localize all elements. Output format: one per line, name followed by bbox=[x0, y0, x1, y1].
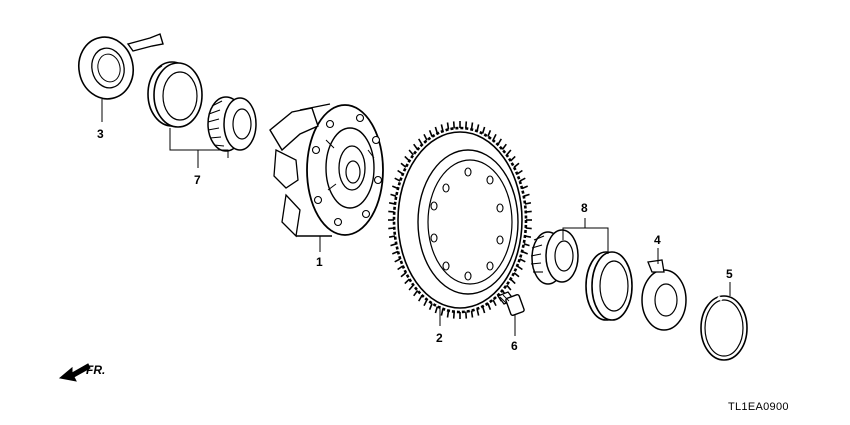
gear-tooth bbox=[501, 143, 507, 150]
callout-6: 6 bbox=[511, 339, 518, 353]
gear-tooth bbox=[400, 272, 407, 278]
gear-tooth bbox=[391, 185, 399, 190]
gear-tooth bbox=[413, 290, 419, 297]
callout-3: 3 bbox=[97, 127, 104, 141]
gear-tooth bbox=[390, 243, 397, 247]
front-arrow-icon bbox=[58, 363, 91, 382]
part-8-tapered-roller-bearing[interactable] bbox=[530, 229, 579, 285]
gear-tooth bbox=[524, 202, 532, 205]
callout-7: 7 bbox=[194, 173, 201, 187]
gear-tooth bbox=[391, 250, 399, 255]
gear-tooth bbox=[510, 155, 516, 162]
part-7-tapered-roller-bearing[interactable] bbox=[207, 96, 257, 152]
gear-tooth bbox=[418, 138, 423, 146]
gear-tooth bbox=[470, 122, 474, 130]
gear-tooth bbox=[440, 124, 444, 132]
part-2-final-driven-gear[interactable] bbox=[388, 121, 532, 319]
part-8-outer-race[interactable] bbox=[585, 251, 633, 321]
gear-tooth bbox=[481, 306, 486, 314]
gear-tooth bbox=[525, 227, 532, 230]
callout-8: 8 bbox=[581, 201, 588, 215]
gear-tooth bbox=[506, 284, 512, 291]
gear-tooth bbox=[408, 284, 414, 291]
part-3-oil-seal[interactable] bbox=[73, 32, 164, 104]
gear-tooth bbox=[440, 308, 444, 316]
gear-tooth bbox=[481, 126, 486, 134]
gear-tooth bbox=[521, 185, 529, 190]
front-direction-indicator: FR. bbox=[58, 363, 105, 382]
gear-tooth bbox=[394, 258, 401, 263]
gear-tooth bbox=[446, 122, 450, 130]
leader-lines bbox=[101, 99, 731, 336]
gear-tooth bbox=[470, 310, 474, 318]
front-direction-label: FR. bbox=[86, 363, 105, 377]
gear-tooth bbox=[519, 177, 526, 182]
part-4-shim[interactable] bbox=[641, 259, 687, 331]
callout-4: 4 bbox=[654, 233, 661, 247]
callout-2: 2 bbox=[436, 331, 443, 345]
gear-tooth bbox=[404, 155, 410, 162]
gear-tooth bbox=[487, 130, 492, 137]
gear-tooth bbox=[397, 169, 404, 175]
gear-tooth bbox=[476, 124, 480, 132]
gear-tooth bbox=[434, 126, 439, 134]
part-7-outer-race[interactable] bbox=[147, 61, 203, 128]
gear-tooth bbox=[452, 121, 455, 129]
gear-tooth bbox=[390, 193, 397, 197]
gear-tooth bbox=[492, 299, 497, 307]
gear-tooth bbox=[516, 169, 523, 175]
part-1-differential-carrier[interactable] bbox=[269, 103, 384, 238]
gear-tooth bbox=[434, 306, 439, 314]
part-5-snap-ring[interactable] bbox=[700, 295, 748, 361]
gear-tooth bbox=[400, 162, 407, 168]
gear-tooth bbox=[510, 278, 516, 285]
gear-tooth bbox=[465, 121, 468, 129]
gear-tooth bbox=[452, 311, 455, 319]
gear-tooth bbox=[418, 294, 423, 302]
gear-tooth bbox=[519, 258, 526, 263]
gear-tooth bbox=[465, 311, 468, 319]
gear-tooth bbox=[428, 130, 433, 137]
gear-tooth bbox=[394, 177, 401, 182]
gear-tooth bbox=[497, 138, 502, 146]
gear-tooth bbox=[492, 133, 497, 141]
gear-tooth bbox=[476, 308, 480, 316]
gear-tooth bbox=[513, 272, 520, 278]
gear-tooth bbox=[523, 193, 530, 197]
diagram-code: TL1EA0900 bbox=[728, 401, 789, 413]
gear-tooth bbox=[521, 250, 529, 255]
gear-tooth bbox=[388, 210, 395, 213]
gear-tooth bbox=[428, 303, 433, 310]
gear-tooth bbox=[446, 310, 450, 318]
gear-tooth bbox=[404, 278, 410, 285]
gear-tooth bbox=[513, 162, 520, 168]
gear-tooth bbox=[506, 149, 512, 156]
gear-tooth bbox=[525, 210, 532, 213]
gear-tooth bbox=[397, 265, 404, 271]
gear-tooth bbox=[524, 235, 532, 238]
gear-tooth bbox=[516, 265, 523, 271]
gear-tooth bbox=[423, 133, 428, 141]
part-6-bolt[interactable] bbox=[496, 291, 525, 316]
gear-tooth bbox=[413, 143, 419, 150]
callout-1: 1 bbox=[316, 255, 323, 269]
gear-tooth bbox=[388, 227, 395, 230]
gear-tooth bbox=[487, 303, 492, 310]
gear-tooth bbox=[408, 149, 414, 156]
gear-tooth bbox=[388, 235, 396, 238]
callout-5: 5 bbox=[726, 267, 733, 281]
gear-tooth bbox=[423, 299, 428, 307]
gear-tooth bbox=[388, 202, 396, 205]
gear-tooth bbox=[523, 243, 530, 247]
